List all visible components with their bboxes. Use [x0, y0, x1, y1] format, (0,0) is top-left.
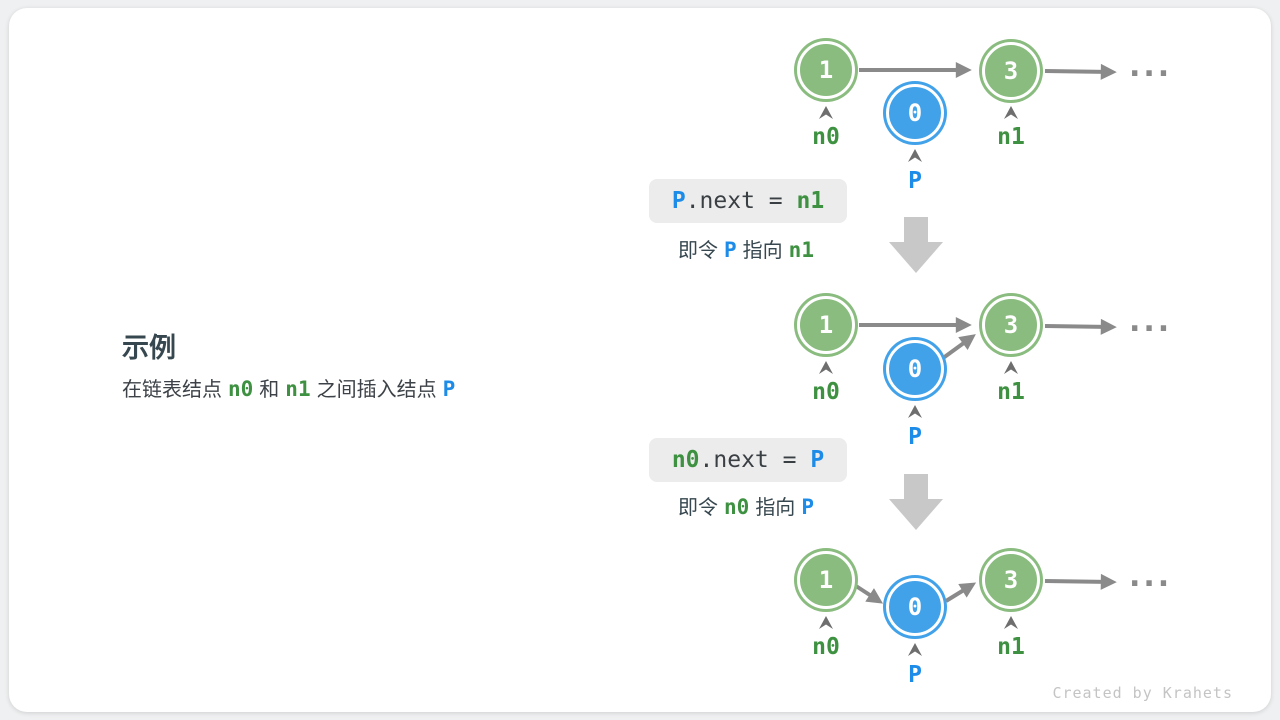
node-value: 1: [818, 311, 834, 339]
label-n0: n0: [812, 379, 840, 405]
node-n0: 1: [797, 41, 855, 99]
label-p: P: [908, 424, 922, 450]
label-n1: n1: [997, 124, 1025, 150]
big-down-arrow-icon: [889, 217, 943, 273]
node-n1: 3: [982, 42, 1040, 100]
caption-code-n0: n0: [724, 495, 750, 519]
caption-text: 即令: [678, 495, 719, 519]
diagram-step-p-points-n1: 1 3 0 n0 n1 P ...: [779, 293, 1191, 468]
up-caret-icon: [819, 106, 833, 119]
n0-next-arrow: [854, 584, 884, 604]
node-n1: 3: [982, 551, 1040, 609]
label-p: P: [908, 662, 922, 688]
node-p: 0: [886, 578, 944, 636]
caption-text: 即令: [678, 238, 719, 262]
caption-text: 指向: [742, 238, 783, 262]
ellipsis-more-nodes: ...: [1129, 559, 1173, 594]
node-value: 3: [1003, 566, 1019, 594]
caption-code-p: P: [724, 238, 737, 262]
node-value: 0: [907, 593, 923, 621]
up-caret-icon: [908, 149, 922, 162]
arrows-row1: [819, 62, 1117, 162]
node-value: 0: [907, 99, 923, 127]
up-caret-icon: [1004, 616, 1018, 629]
diagram-step-initial: 1 3 0 n0 n1 P ...: [779, 38, 1191, 213]
up-caret-icon: [1004, 361, 1018, 374]
ellipsis-more-nodes: ...: [1129, 304, 1173, 339]
node-value: 0: [907, 355, 923, 383]
code-var: P: [810, 447, 825, 473]
node-p: 0: [886, 84, 944, 142]
code-box-step1: P.next = n1: [649, 179, 847, 223]
arrows-row2: [819, 317, 1117, 418]
caption-text: 指向: [755, 495, 796, 519]
next-pointer-arrow: [1044, 63, 1117, 80]
desc-text: 之间插入结点: [316, 377, 437, 401]
label-p: P: [908, 168, 922, 194]
code-var: P: [671, 188, 686, 214]
up-caret-icon: [819, 616, 833, 629]
caption-code-p: P: [801, 495, 814, 519]
diagram-step-final: 1 3 0 n0 n1 P ...: [779, 548, 1191, 720]
node-value: 3: [1003, 311, 1019, 339]
ellipsis-more-nodes: ...: [1129, 49, 1173, 84]
p-next-arrow: [944, 582, 977, 603]
next-pointer-arrow: [1044, 318, 1117, 335]
node-p: 0: [886, 340, 944, 398]
node-n1: 3: [982, 296, 1040, 354]
caption-code-n1: n1: [788, 238, 814, 262]
node-n0: 1: [797, 296, 855, 354]
example-title: 示例: [122, 333, 176, 364]
label-n1: n1: [997, 634, 1025, 660]
node-value: 1: [818, 56, 834, 84]
big-down-arrow-icon: [889, 474, 943, 530]
next-pointer-arrow: [1044, 573, 1117, 590]
node-value: 1: [818, 566, 834, 594]
label-n0: n0: [812, 124, 840, 150]
label-n0: n0: [812, 634, 840, 660]
up-caret-icon: [819, 361, 833, 374]
node-value: 3: [1003, 57, 1019, 85]
code-box-step2: n0.next = P: [649, 438, 847, 482]
node-n0: 1: [797, 551, 855, 609]
desc-code-n1: n1: [285, 377, 311, 401]
arrows-row3: [819, 573, 1117, 656]
p-next-arrow: [937, 334, 976, 363]
desc-code-p: P: [442, 377, 456, 401]
label-n1: n1: [997, 379, 1025, 405]
watermark-credit: Created by Krahets: [1052, 684, 1233, 702]
up-caret-icon: [1004, 106, 1018, 119]
code-var: n1: [796, 188, 825, 214]
desc-text: 在链表结点: [122, 377, 222, 401]
code-var: n0: [671, 447, 700, 473]
desc-text: 和: [259, 377, 280, 401]
desc-code-n0: n0: [228, 377, 254, 401]
up-caret-icon: [908, 643, 922, 656]
up-caret-icon: [908, 405, 922, 418]
code-text: .next =: [685, 188, 797, 214]
code-text: .next =: [699, 447, 811, 473]
